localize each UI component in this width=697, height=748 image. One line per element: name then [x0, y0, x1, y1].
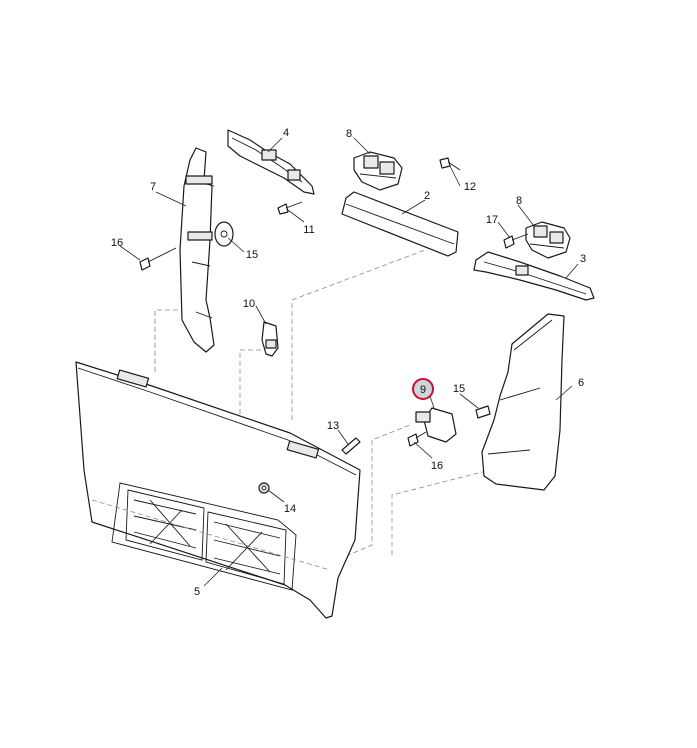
- callout-3: 3: [580, 253, 586, 265]
- callout-14: 14: [284, 503, 296, 515]
- callout-7: 7: [150, 181, 156, 193]
- part-2-cross-plate: [341, 191, 459, 257]
- part-10-hinge-bracket: [261, 321, 279, 357]
- part-3-right-bracket: [473, 251, 595, 301]
- highlight-ring: [412, 378, 434, 400]
- callout-4: 4: [283, 127, 289, 139]
- callout-11: 11: [303, 224, 314, 236]
- part-16-screw-left: [139, 247, 177, 271]
- callout-8-right: 8: [516, 195, 522, 207]
- leader-lines: [119, 137, 579, 587]
- part-8-clip-upper: [353, 151, 403, 191]
- part-17-screw: [503, 233, 529, 249]
- part-13-pin: [341, 437, 361, 455]
- part-7-left-bracket: [179, 147, 215, 353]
- callout-6: 6: [578, 377, 584, 389]
- part-12-screw: [439, 157, 461, 171]
- callout-9: 9: [420, 384, 426, 396]
- callout-labels: 2 3 4 5 6 7 8 8 9 10 11 12 13 14 15 15 1…: [111, 127, 586, 598]
- part-4-upper-bracket: [227, 129, 315, 195]
- part-8-clip-right: [525, 221, 571, 259]
- part-11-screw: [277, 201, 303, 215]
- callout-16-left: 16: [111, 237, 123, 249]
- part-5-bumper-panel: [75, 361, 361, 619]
- callout-5: 5: [194, 586, 200, 598]
- part-15-washer: [214, 221, 234, 247]
- part-9-small-bracket: [415, 407, 457, 443]
- callout-8-upper: 8: [346, 128, 352, 140]
- callout-12: 12: [464, 181, 476, 193]
- callout-17: 17: [486, 214, 498, 226]
- callout-2: 2: [424, 190, 430, 202]
- callout-15-right: 15: [453, 383, 465, 395]
- part-15-plug: [475, 405, 491, 419]
- callout-16-right: 16: [431, 460, 443, 472]
- part-14-nut: [258, 482, 270, 494]
- part-16-screw-right: [407, 431, 427, 447]
- callout-15-left: 15: [246, 249, 258, 261]
- callout-13: 13: [327, 420, 339, 432]
- part-6-corner-trim: [481, 313, 565, 491]
- callout-10: 10: [243, 298, 255, 310]
